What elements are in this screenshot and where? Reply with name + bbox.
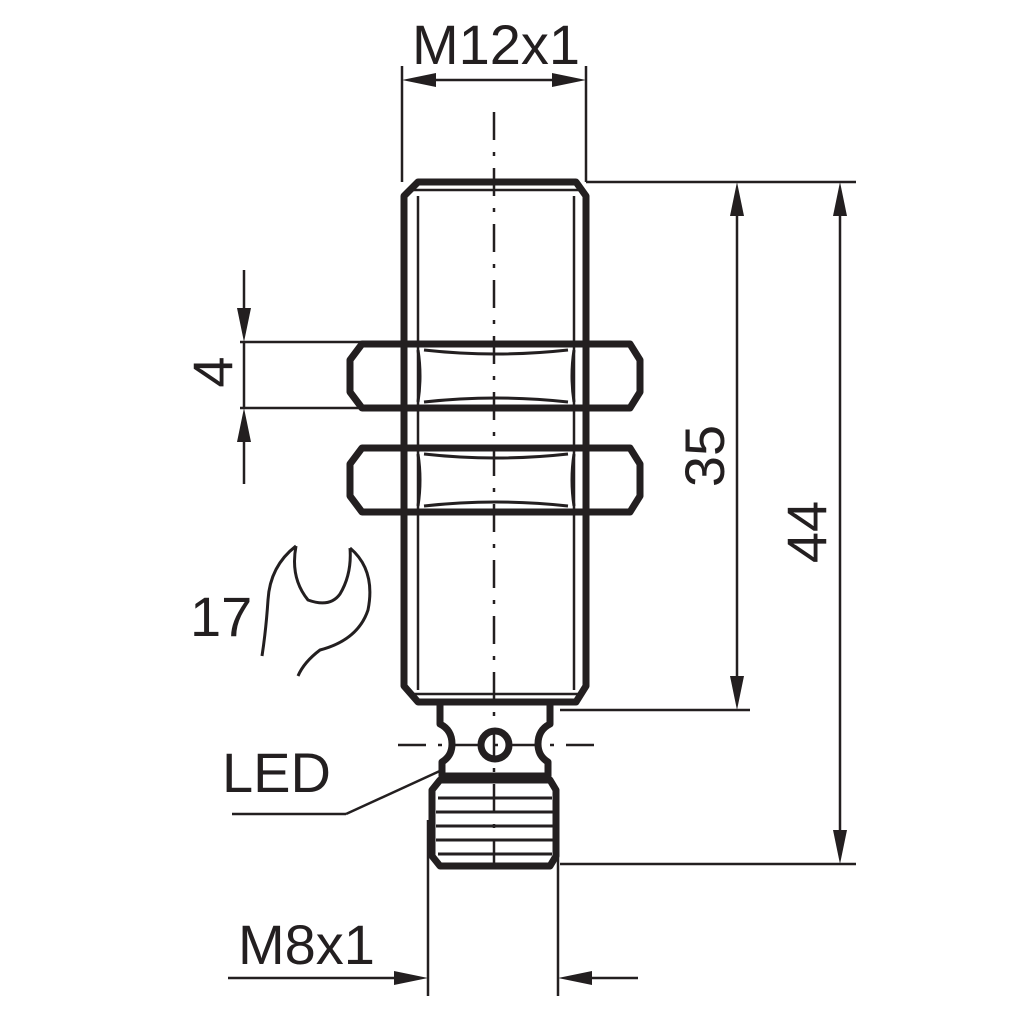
wrench-dimension: 17 — [190, 544, 372, 677]
wrench-icon — [260, 544, 372, 677]
dimension-thread-main: M12x1 — [400, 13, 588, 182]
led-callout: LED — [222, 741, 443, 816]
label-wrench-size: 17 — [190, 585, 252, 648]
label-connector-thread: M8x1 — [238, 913, 375, 976]
label-body-length: 35 — [673, 425, 736, 487]
label-led: LED — [222, 741, 331, 804]
label-thread-main: M12x1 — [412, 13, 580, 76]
dimension-connector-thread: M8x1 — [228, 820, 638, 996]
dimension-body-length: 35 — [560, 180, 750, 712]
label-nut-thickness: 4 — [181, 356, 244, 387]
label-overall-length: 44 — [775, 501, 838, 563]
dimension-nut-thickness: 4 — [181, 270, 402, 484]
dimension-overall-length: 44 — [560, 180, 856, 866]
upper-nut — [346, 340, 644, 412]
lower-nut — [346, 444, 644, 516]
